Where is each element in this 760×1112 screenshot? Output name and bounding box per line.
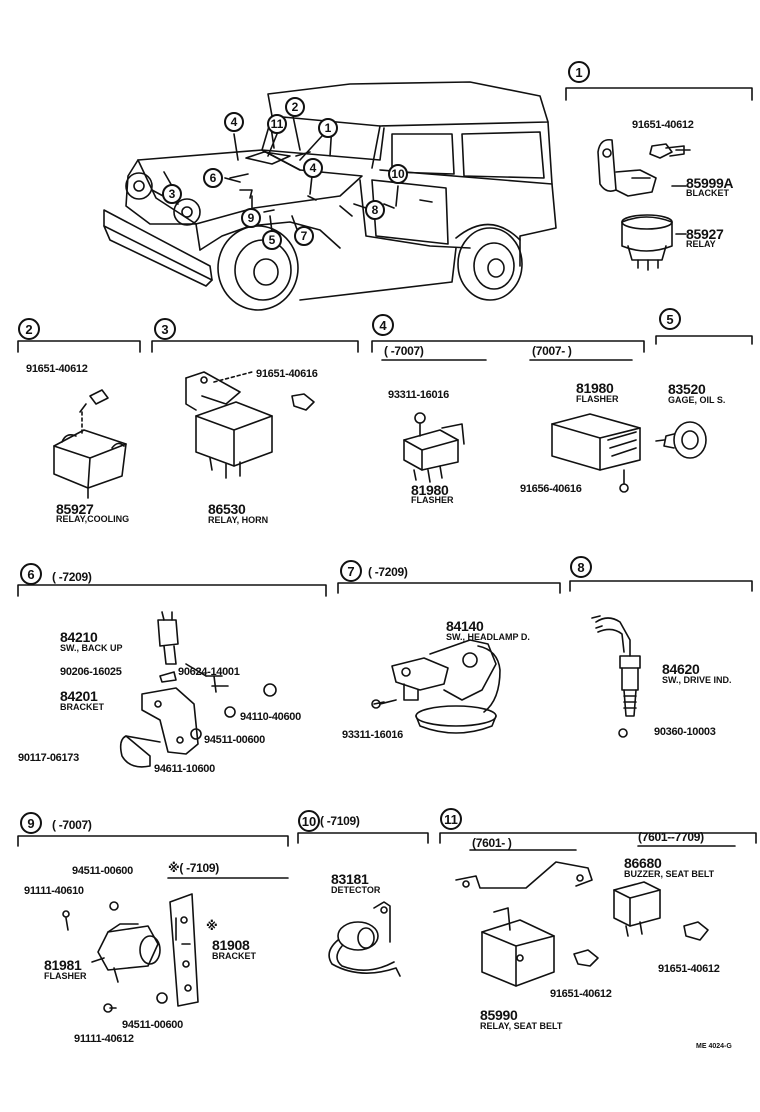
sec8-part-90360-10003: 90360-10003 — [654, 726, 716, 738]
sec3-drawing — [185, 371, 315, 479]
sec11-range-a: (7601- ) — [472, 836, 512, 850]
sec6-part-90206-16025: 90206-16025 — [60, 666, 122, 678]
sec11-range-b: (7601--7709) — [638, 830, 704, 844]
sec4-part-91656-40616: 91656-40616 — [520, 483, 582, 495]
vehicle-callout-10: 10 — [388, 164, 408, 184]
sec4-range-b: (7007- ) — [532, 344, 572, 358]
sec2-part-85927: 85927 — [56, 501, 94, 517]
vehicle-callout-1: 1 — [318, 118, 338, 138]
sec5-drawing — [655, 421, 707, 459]
section-6-label: 6 — [20, 563, 42, 585]
vehicle-callout-2: 2 — [285, 97, 305, 117]
sec6-part-84201-name: BRACKET — [60, 702, 104, 712]
sec9-part-94511-00600-b: 94511-00600 — [122, 1019, 183, 1031]
vehicle-callout-4a: 4 — [224, 112, 244, 132]
sec9-drawing — [62, 893, 199, 1013]
sec6-part-94611-10600: 94611-10600 — [154, 763, 215, 775]
sec10-drawing — [328, 901, 401, 977]
sec5-part-83520-name: GAGE, OIL S. — [668, 395, 726, 405]
sec3-part-91651-40616: 91651-40616 — [256, 368, 318, 380]
sec4-drawing — [403, 412, 641, 493]
sec7-part-93311-16016: 93311-16016 — [342, 729, 403, 741]
sec6-part-94110-40600: 94110-40600 — [240, 711, 301, 723]
vehicle-callout-9: 9 — [241, 208, 261, 228]
sec7-part-84140-name: SW., HEADLAMP D. — [446, 632, 530, 642]
sec1-part-85927-name: RELAY — [686, 239, 716, 249]
sec6-drawing — [119, 611, 277, 768]
section-3-label: 3 — [154, 318, 176, 340]
vehicle-callout-11: 11 — [267, 114, 287, 134]
sec9-part-81908: 81908 — [212, 937, 250, 953]
sec6-part-84210-name: SW., BACK UP — [60, 643, 123, 653]
sec6-part-84201: 84201 — [60, 688, 98, 704]
sec4-part-93311-16016: 93311-16016 — [388, 389, 449, 401]
sec7-drawing — [371, 639, 501, 734]
sec9-part-94511-00600-a: 94511-00600 — [72, 865, 133, 877]
vehicle-callout-5: 5 — [262, 230, 282, 250]
sec11-part-86680-name: BUZZER, SEAT BELT — [624, 869, 715, 879]
sec9-part-81908-name: BRACKET — [212, 951, 256, 961]
sec8-part-84620: 84620 — [662, 661, 700, 677]
sec7-part-84140: 84140 — [446, 618, 484, 634]
sec6-part-90117-06173: 90117-06173 — [18, 752, 79, 764]
sec4-part-81980-a-name: FLASHER — [411, 495, 454, 505]
sec11-part-86680: 86680 — [624, 855, 662, 871]
vehicle-callout-6: 6 — [203, 168, 223, 188]
sec9-part-91111-40612: 91111-40612 — [74, 1033, 134, 1045]
vehicle-callout-7: 7 — [294, 226, 314, 246]
section-11-label: 11 — [440, 808, 462, 830]
sec10-part-83181-name: DETECTOR — [331, 885, 381, 895]
sec1-part-91651-40612: 91651-40612 — [632, 119, 694, 131]
sec11-part-91651-40612-b: 91651-40612 — [550, 988, 612, 1000]
section-4-label: 4 — [372, 314, 394, 336]
section-7-label: 7 — [340, 560, 362, 582]
sec4-part-81980-b: 81980 — [576, 380, 614, 396]
sec6-part-94511-00600: 94511-00600 — [204, 734, 265, 746]
sec1-part-85927: 85927 — [686, 226, 724, 242]
section-5-label: 5 — [659, 308, 681, 330]
vehicle-callout-8: 8 — [365, 200, 385, 220]
sec9-range: ( -7007) — [52, 818, 92, 832]
sec11-part-85990: 85990 — [480, 1007, 518, 1023]
sec10-part-83181: 83181 — [331, 871, 369, 887]
section-9-label: 9 — [20, 812, 42, 834]
sec6-range: ( -7209) — [52, 570, 92, 584]
sec9-part-91111-40610: 91111-40610 — [24, 885, 84, 897]
sec6-part-84210: 84210 — [60, 629, 98, 645]
diagram-code: ME 4024-G — [696, 1043, 732, 1050]
sec11-part-91651-40612-a: 91651-40612 — [658, 963, 720, 975]
sec9-mark: ※ — [206, 919, 218, 933]
sec9-part-81981-name: FLASHER — [44, 971, 87, 981]
section-1-label: 1 — [568, 61, 590, 83]
sec2-drawing — [53, 389, 127, 499]
sec8-drawing — [591, 615, 641, 738]
sec7-range: ( -7209) — [368, 565, 408, 579]
sec9-note: ※( -7109) — [168, 861, 219, 875]
section-2-label: 2 — [18, 318, 40, 340]
sec3-part-86530-name: RELAY, HORN — [208, 515, 269, 525]
sec1-drawing — [597, 138, 691, 271]
section-10-label: 10 — [298, 810, 320, 832]
sec6-part-90624-14001: 90624-14001 — [178, 666, 240, 678]
sec8-part-84620-name: SW., DRIVE IND. — [662, 675, 732, 685]
sec3-part-86530: 86530 — [208, 501, 246, 517]
sec1-part-85999a: 85999A — [686, 175, 734, 191]
sec4-range-a: ( -7007) — [384, 344, 424, 358]
section-8-label: 8 — [570, 556, 592, 578]
sec4-part-81980-a: 81980 — [411, 482, 449, 498]
vehicle-callout-3: 3 — [162, 184, 182, 204]
sec9-part-81981: 81981 — [44, 957, 82, 973]
sec5-part-83520: 83520 — [668, 381, 706, 397]
sec11-part-85990-name: RELAY, SEAT BELT — [480, 1021, 563, 1031]
sec1-part-85999a-name: BLACKET — [686, 188, 729, 198]
sec2-part-91651-40612: 91651-40612 — [26, 363, 88, 375]
sec10-range: ( -7109) — [320, 814, 360, 828]
sec11-drawing — [455, 861, 709, 987]
sec2-part-85927-name: RELAY,COOLING — [56, 514, 130, 524]
sec4-part-81980-b-name: FLASHER — [576, 394, 619, 404]
vehicle-callout-4b: 4 — [303, 158, 323, 178]
